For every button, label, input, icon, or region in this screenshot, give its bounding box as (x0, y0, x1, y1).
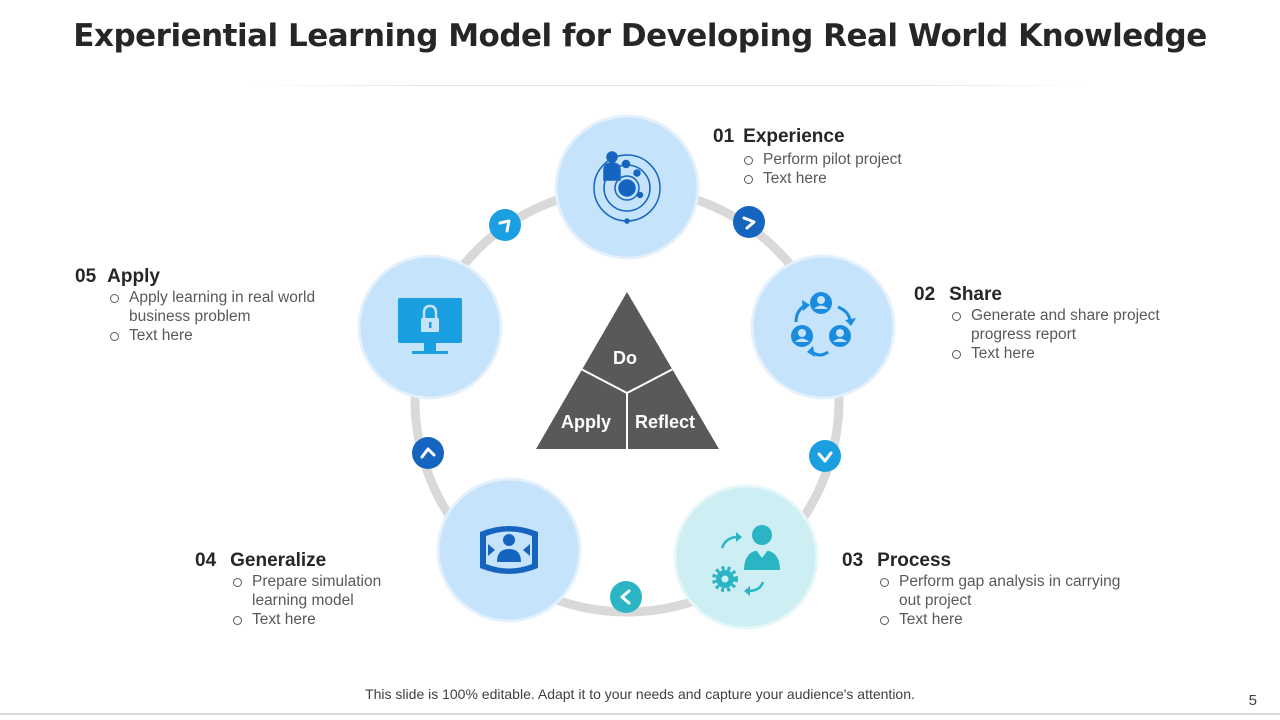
step-circle-process (673, 484, 819, 630)
bullet-continuation: learning model (252, 592, 354, 609)
step-apply: 05 Apply Apply learning in real world bu… (75, 266, 345, 345)
step-process: 03 Process Perform gap analysis in carry… (842, 550, 1142, 629)
step-title: Share (949, 284, 1002, 305)
arrow-badge-3 (610, 581, 642, 613)
step-circle-experience (554, 114, 700, 260)
arrow-badge-4 (412, 437, 444, 469)
bottom-divider (0, 713, 1280, 715)
slide-title: Experiential Learning Model for Developi… (73, 18, 1207, 54)
bullet-item: Text here (744, 169, 953, 188)
bullet-item: Text here (952, 344, 1204, 363)
bullet-item: Apply learning in real world (110, 288, 345, 307)
bullet-item: Perform gap analysis in carrying (880, 572, 1142, 591)
step-circle-apply (357, 254, 503, 400)
step-title: Experience (743, 126, 845, 147)
step-generalize: 04 Generalize Prepare simulation learnin… (195, 550, 415, 629)
step-number: 01 (713, 126, 735, 147)
triangle-label-apply: Apply (561, 412, 611, 432)
step-title: Apply (107, 266, 160, 287)
monitor-lock-icon (398, 298, 462, 354)
step-circle-share (750, 254, 896, 400)
bullet-continuation: out project (899, 592, 972, 609)
bullet-item: Generate and share project (952, 306, 1204, 325)
arrow-badge-1 (733, 206, 765, 238)
bullet-item: Text here (110, 326, 345, 345)
step-experience: 01 Experience Perform pilot project Text… (713, 126, 953, 188)
user-orbit-icon (593, 151, 661, 224)
arrow-badge-5 (489, 209, 521, 241)
step-title: Generalize (230, 550, 327, 571)
step-circle-generalize (436, 477, 582, 623)
step-share: 02 Share Generate and share project prog… (914, 284, 1204, 363)
title-divider (250, 85, 1090, 86)
bullet-item: Prepare simulation (233, 572, 415, 591)
arrow-badge-2 (809, 440, 841, 472)
center-triangle: Do Apply Reflect (536, 292, 719, 449)
step-number: 05 (75, 266, 97, 287)
step-number: 03 (842, 550, 864, 571)
step-number: 04 (195, 550, 217, 571)
bullet-item: Text here (880, 610, 1142, 629)
users-exchange-icon (791, 292, 856, 357)
triangle-label-reflect: Reflect (635, 412, 695, 432)
bullet-item: Text here (233, 610, 415, 629)
step-number: 02 (914, 284, 936, 305)
triangle-label-do: Do (613, 348, 637, 368)
page-number: 5 (1248, 692, 1257, 709)
footer-note: This slide is 100% editable. Adapt it to… (365, 686, 915, 702)
person-gear-icon (712, 525, 780, 596)
bullet-continuation: business problem (129, 308, 251, 325)
bullet-continuation: progress report (971, 326, 1077, 343)
person-simulation-icon (480, 526, 538, 574)
step-title: Process (877, 550, 952, 571)
bullet-item: Perform pilot project (744, 150, 953, 169)
